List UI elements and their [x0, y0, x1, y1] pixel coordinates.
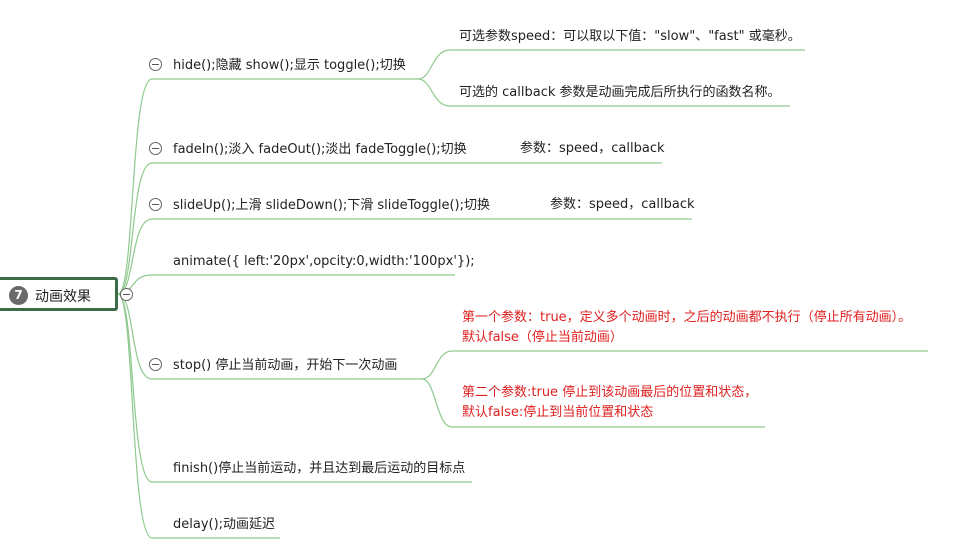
branch-finish[interactable]: finish()停止当前运动，并且达到最后运动的目标点 — [173, 461, 466, 476]
collapse-root-icon[interactable] — [120, 288, 133, 301]
subtopic-line: 第一个参数：true，定义多个动画时，之后的动画都不执行（停止所有动画）。 — [462, 310, 912, 325]
subtopic-line: 默认false（停止当前动画） — [462, 330, 623, 345]
connector-root-b6 — [117, 293, 472, 483]
collapse-branch-hide-icon[interactable] — [149, 58, 162, 71]
subtopic-line: 参数：speed，callback — [520, 141, 665, 156]
subtopic-line: 可选的 callback 参数是动画完成后所执行的函数名称。 — [459, 85, 781, 100]
connector-root-b1 — [117, 78, 418, 295]
subtopic-stop-second-param[interactable]: 第二个参数:true 停止到该动画最后的位置和状态， 默认false:停止到当前… — [462, 383, 757, 423]
subtopic-line: 可选参数speed：可以取以下值："slow"、"fast" 或毫秒。 — [459, 29, 801, 44]
subtopic-line: 第二个参数:true 停止到该动画最后的位置和状态， — [462, 385, 758, 400]
branch-delay[interactable]: delay();动画延迟 — [173, 517, 276, 532]
root-topic[interactable]: 7 动画效果 — [0, 277, 118, 311]
subtopic-slide-params[interactable]: 参数：speed，callback — [550, 195, 695, 215]
subtopic-callback-param[interactable]: 可选的 callback 参数是动画完成后所执行的函数名称。 — [459, 83, 781, 103]
connector-root-b2 — [117, 162, 462, 295]
branch-slide[interactable]: slideUp();上滑 slideDown();下滑 slideToggle(… — [173, 198, 490, 213]
collapse-branch-fade-icon[interactable] — [149, 142, 162, 155]
subtopic-line: 默认false:停止到当前位置和状态 — [462, 405, 654, 420]
connector-b5-c1 — [421, 350, 928, 380]
branch-hide-show-toggle[interactable]: hide();隐藏 show();显示 toggle();切换 — [173, 58, 406, 73]
collapse-branch-stop-icon[interactable] — [149, 358, 162, 371]
connector-root-b4 — [117, 274, 455, 295]
connector-b1-c2 — [417, 78, 790, 107]
branch-stop[interactable]: stop() 停止当前动画，开始下一次动画 — [173, 358, 398, 373]
subtopic-stop-first-param[interactable]: 第一个参数：true，定义多个动画时，之后的动画都不执行（停止所有动画）。 默认… — [462, 308, 911, 348]
connector-b1-c1 — [417, 49, 805, 80]
subtopic-speed-param[interactable]: 可选参数speed：可以取以下值："slow"、"fast" 或毫秒。 — [459, 27, 801, 47]
root-topic-label: 动画效果 — [35, 289, 91, 305]
branch-fade[interactable]: fadeIn();淡入 fadeOut();淡出 fadeToggle();切换 — [173, 142, 467, 157]
branch-animate[interactable]: animate({ left:'20px',opcity:0,width:'10… — [173, 254, 475, 269]
subtopic-fade-params[interactable]: 参数：speed，callback — [520, 139, 665, 159]
subtopic-line: 参数：speed，callback — [550, 197, 695, 212]
collapse-branch-slide-icon[interactable] — [149, 198, 162, 211]
connector-root-b7 — [117, 293, 280, 539]
connector-b5-c2 — [421, 378, 765, 428]
priority-7-icon: 7 — [9, 286, 28, 305]
